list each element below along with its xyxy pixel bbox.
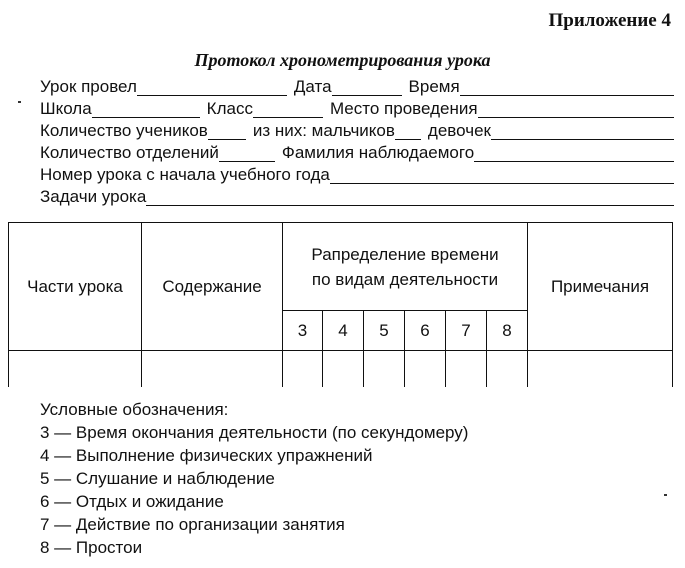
- label-observed: Фамилия наблюдаемого: [281, 143, 475, 162]
- teacher-field[interactable]: [136, 79, 287, 96]
- appendix-label: Приложение 4: [548, 10, 671, 31]
- header-time-distribution-line1: Рапределение времени: [311, 244, 499, 264]
- school-field[interactable]: [91, 101, 200, 118]
- boys-field[interactable]: [394, 123, 421, 140]
- header-time-distribution: Рапределение времени по видам деятельнос…: [281, 222, 529, 311]
- field-row-lesson-number: Номер урока с начала учебного года: [40, 162, 674, 184]
- legend-item: 5 — Слушание и наблюдение: [40, 469, 275, 488]
- legend: Условные обозначения: 3 — Время окончани…: [40, 398, 468, 559]
- label-girls: девочек: [427, 121, 491, 140]
- legend-item: 8 — Простои: [40, 538, 143, 557]
- label-squads: Количество отделений: [40, 143, 219, 162]
- header-lesson-parts: Части урока: [8, 222, 142, 351]
- legend-item: 4 — Выполнение физических упражнений: [40, 446, 373, 465]
- field-row-tasks: Задачи урока: [40, 184, 674, 206]
- cell-activity-5[interactable]: [363, 350, 405, 387]
- cell-content[interactable]: [141, 350, 283, 387]
- header-content: Содержание: [141, 222, 283, 351]
- girls-field[interactable]: [490, 123, 674, 140]
- observed-field[interactable]: [474, 145, 674, 162]
- legend-item: 3 — Время окончания деятельности (по сек…: [40, 423, 469, 442]
- tasks-field[interactable]: [146, 189, 674, 206]
- lesson-number-field[interactable]: [329, 167, 674, 184]
- cell-activity-3[interactable]: [282, 350, 323, 387]
- legend-item: 6 — Отдых и ожидание: [40, 492, 224, 511]
- activity-col-7: 7: [445, 310, 487, 351]
- field-row-lesson: Урок провел Дата Время: [40, 74, 674, 96]
- activity-col-6: 6: [404, 310, 446, 351]
- label-venue: Место проведения: [329, 99, 478, 118]
- cell-notes[interactable]: [527, 350, 674, 387]
- label-class: Класс: [206, 99, 253, 118]
- label-time: Время: [408, 77, 460, 96]
- cell-activity-6[interactable]: [404, 350, 446, 387]
- form-fields: Урок провел Дата Время Школа Класс Место…: [40, 74, 674, 206]
- activity-col-8: 8: [485, 310, 529, 351]
- label-students: Количество учеников: [40, 121, 208, 140]
- label-lesson-number: Номер урока с начала учебного года: [40, 165, 330, 184]
- time-field[interactable]: [459, 79, 674, 96]
- students-field[interactable]: [207, 123, 246, 140]
- label-tasks: Задачи урока: [40, 187, 147, 206]
- cell-activity-7[interactable]: [445, 350, 487, 387]
- form-title: Протокол хронометрирования урока: [194, 50, 491, 70]
- label-boys: из них: мальчиков: [252, 121, 395, 140]
- date-field[interactable]: [331, 79, 402, 96]
- scan-speck: [664, 494, 667, 496]
- table-row: [8, 350, 674, 387]
- label-date: Дата: [293, 77, 332, 96]
- cell-lesson-part[interactable]: [8, 350, 142, 387]
- activity-col-4: 4: [322, 310, 364, 351]
- scan-speck: [18, 101, 21, 103]
- cell-activity-4[interactable]: [322, 350, 364, 387]
- legend-heading: Условные обозначения:: [40, 400, 229, 419]
- label-teacher: Урок провел: [40, 77, 137, 96]
- class-field[interactable]: [252, 101, 323, 118]
- timing-table: Части урока Содержание Рапределение врем…: [8, 222, 674, 387]
- label-school: Школа: [40, 99, 92, 118]
- field-row-squads: Количество отделений Фамилия наблюдаемог…: [40, 140, 674, 162]
- header-notes: Примечания: [527, 222, 674, 351]
- activity-col-3: 3: [282, 310, 323, 351]
- venue-field[interactable]: [477, 101, 674, 118]
- activity-col-5: 5: [363, 310, 405, 351]
- field-row-school: Школа Класс Место проведения: [40, 96, 674, 118]
- legend-item: 7 — Действие по организации занятия: [40, 515, 345, 534]
- cell-activity-8[interactable]: [485, 350, 529, 387]
- header-time-distribution-line2: по видам деятельности: [311, 269, 499, 289]
- squads-field[interactable]: [218, 145, 275, 162]
- field-row-students: Количество учеников из них: мальчиков де…: [40, 118, 674, 140]
